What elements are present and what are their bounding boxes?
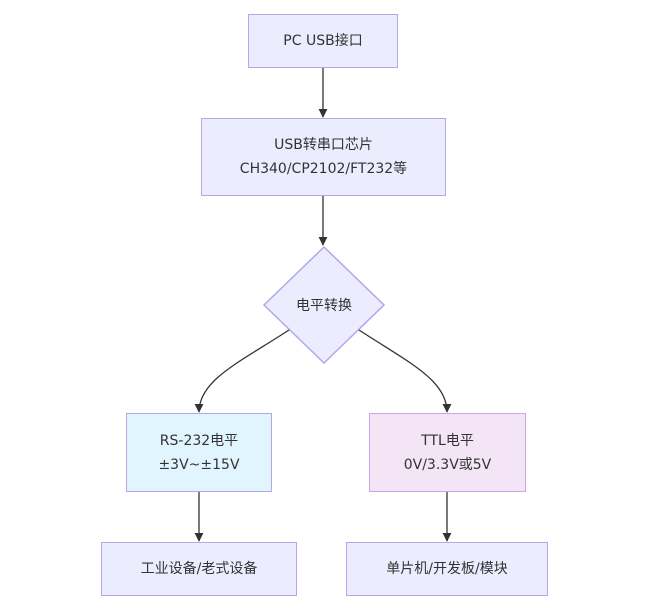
- edge-level-to-ttl: [358, 329, 452, 413]
- node-mcu-boards: 单片机/开发板/模块: [346, 542, 548, 596]
- node-industrial-devices: 工业设备/老式设备: [101, 542, 297, 596]
- node-level-conversion-label: 电平转换: [296, 298, 352, 314]
- node-ttl-level: TTL电平 0V/3.3V或5V: [369, 413, 526, 492]
- node-label: 工业设备/老式设备: [140, 561, 258, 577]
- node-label: PC USB接口: [283, 33, 363, 49]
- node-label: 单片机/开发板/模块: [386, 561, 508, 577]
- node-usb-serial-chip: USB转串口芯片 CH340/CP2102/FT232等: [201, 118, 446, 196]
- node-pc-usb-port: PC USB接口: [248, 14, 398, 68]
- node-label: 0V/3.3V或5V: [403, 456, 492, 473]
- node-label: TTL电平: [421, 432, 474, 449]
- node-label: USB转串口芯片: [274, 137, 373, 153]
- node-rs232-level: RS-232电平 ±3V~±15V: [126, 413, 272, 492]
- node-label: RS-232电平: [159, 432, 239, 449]
- node-label: CH340/CP2102/FT232等: [239, 161, 408, 177]
- decision-diamond: [262, 245, 386, 365]
- edge-level-to-rs232: [194, 329, 290, 413]
- node-label: ±3V~±15V: [158, 456, 240, 473]
